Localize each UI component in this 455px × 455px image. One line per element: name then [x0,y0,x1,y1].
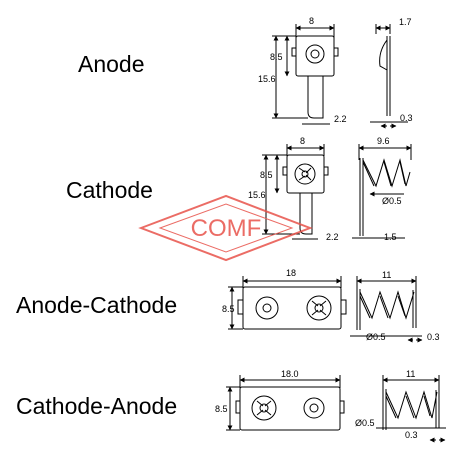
cathode-anode-wire-dim: Ø0.5 [355,418,375,428]
cathode-anode-spring-length-dim: 11 [406,369,415,379]
watermark-text: COMF [191,215,262,242]
anode-height-total-dim: 15.6 [258,74,276,84]
cathode-tab-dim: 2.2 [326,232,339,242]
label-anode-cathode: Anode-Cathode [16,292,177,318]
cathode-width-dim: 8 [300,136,305,146]
cathode-side-view [352,144,412,239]
anode-cathode-front-view [228,276,347,330]
anode-cathode-spring-length-dim: 11 [382,270,391,280]
anode-front-view [272,24,339,125]
anode-thickness-dim: 0.3 [400,113,413,123]
anode-side-view [370,24,408,129]
label-cathode: Cathode [66,177,153,203]
anode-side-top-dim: 1.7 [399,17,412,27]
cathode-anode-front-view [226,375,345,431]
comf-watermark-logo: COMF [138,194,313,262]
anode-tab-dim: 2.2 [334,114,347,124]
anode-cathode-width-dim: 18 [286,268,296,278]
cathode-side-offset-dim: 1.5 [384,232,397,242]
cathode-front-view [262,144,329,240]
cathode-height-top-dim: 8.5 [260,170,273,180]
cathode-spring-length-dim: 9.6 [377,136,390,146]
anode-cathode-wire-dim: Ø0.5 [366,332,386,342]
cathode-anode-width-dim: 18.0 [281,369,299,379]
cathode-anode-side-view [376,375,446,443]
anode-height-top-dim: 8.5 [270,52,283,62]
anode-width-dim: 8 [309,16,314,26]
cathode-anode-height-dim: 8.5 [215,404,228,414]
label-cathode-anode: Cathode-Anode [16,393,177,419]
cathode-anode-thickness-dim: 0.3 [405,430,418,440]
anode-cathode-side-view [350,276,423,343]
cathode-wire-dim: Ø0.5 [382,196,402,206]
anode-cathode-height-dim: 8.5 [222,304,235,314]
cathode-height-total-dim: 15.6 [248,190,266,200]
label-anode: Anode [78,51,145,77]
anode-cathode-thickness-dim: 0.3 [427,332,440,342]
